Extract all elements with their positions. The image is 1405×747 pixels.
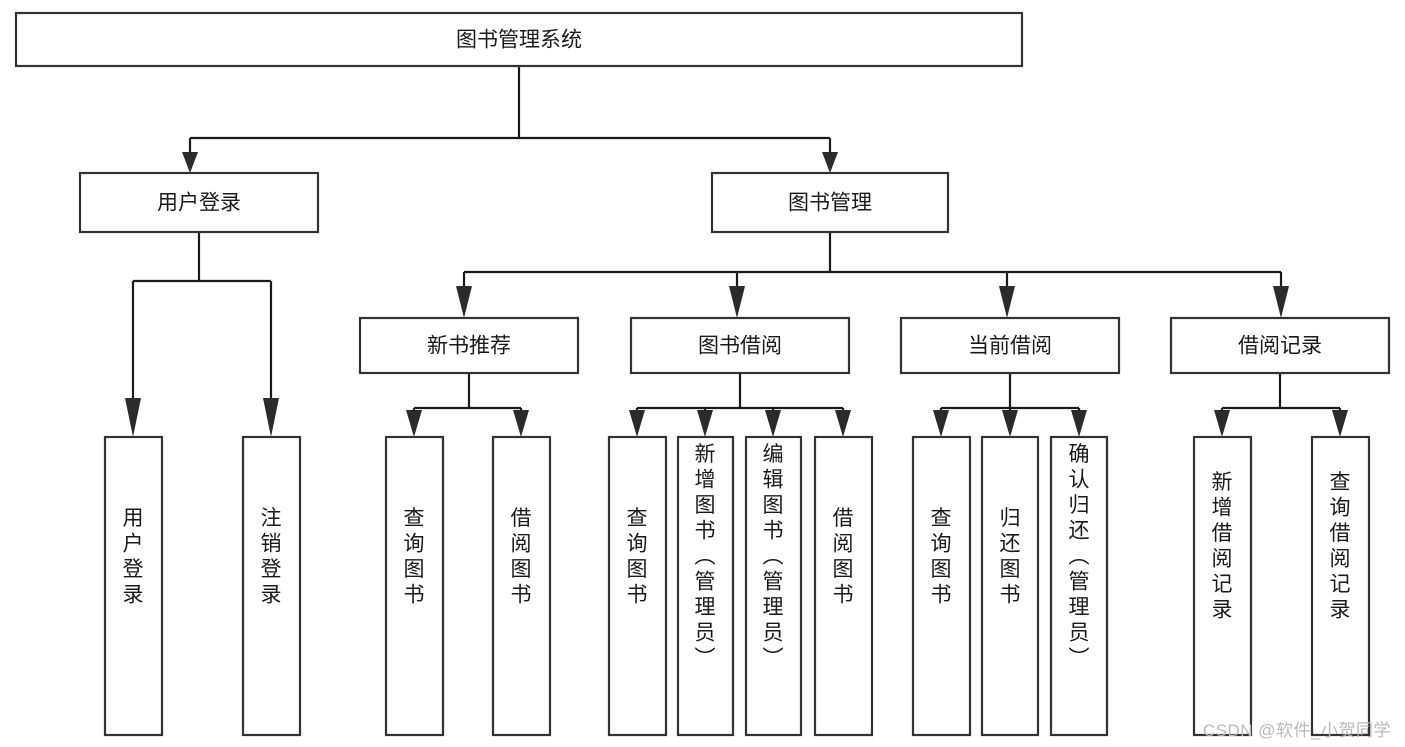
node-leaf-borrow-book-1-label: 借阅图书 xyxy=(511,507,532,607)
node-current-borrow[interactable]: 当前借阅 xyxy=(899,316,1121,375)
arrow-head-icon xyxy=(1273,286,1289,318)
watermark-text: CSDN @软件_小贺同学 xyxy=(1202,721,1391,740)
arrow-head-icon xyxy=(1332,410,1348,437)
node-leaf-query-record-box[interactable] xyxy=(1310,435,1371,737)
node-borrow-record[interactable]: 借阅记录 xyxy=(1169,316,1391,375)
arrow-head-icon xyxy=(1071,410,1087,437)
arrow-head-icon xyxy=(729,286,745,318)
node-leaf-confirm-return[interactable]: 确认归还︵管理员︶ xyxy=(1049,435,1109,737)
node-leaf-add-record[interactable]: 新增借阅记录 xyxy=(1192,435,1253,737)
node-leaf-query-record-label: 查询借阅记录 xyxy=(1330,471,1351,622)
node-root-label: 图书管理系统 xyxy=(456,29,582,52)
node-new-book-recommend-box[interactable] xyxy=(358,316,580,375)
node-leaf-query-book-3-label: 查询图书 xyxy=(931,507,952,607)
node-leaf-add-record-label: 新增借阅记录 xyxy=(1212,471,1233,622)
arrow-head-icon xyxy=(263,398,279,437)
node-leaf-user-login-box[interactable] xyxy=(103,435,164,737)
node-leaf-edit-book[interactable]: 编辑图书︵管理员︶ xyxy=(744,435,803,737)
arrow-head-icon xyxy=(835,410,851,437)
arrow-head-icon xyxy=(999,286,1015,318)
node-borrow-record-box[interactable] xyxy=(1169,316,1391,375)
arrow-head-icon xyxy=(765,410,781,437)
arrow-head-icon xyxy=(1002,410,1018,437)
node-leaf-return-book-label: 归还图书 xyxy=(1000,507,1021,607)
node-leaf-borrow-book-2-box[interactable] xyxy=(813,435,874,737)
arrow-head-icon xyxy=(1214,410,1230,437)
node-book-borrow-label: 图书借阅 xyxy=(698,335,782,358)
node-leaf-logout[interactable]: 注销登录 xyxy=(241,435,302,737)
node-leaf-query-book-1[interactable]: 查询图书 xyxy=(384,435,445,737)
connector-group-borrow-record xyxy=(1214,373,1348,437)
node-leaf-query-book-2[interactable]: 查询图书 xyxy=(607,435,668,737)
node-leaf-logout-label: 注销登录 xyxy=(261,507,282,607)
arrow-head-icon xyxy=(456,286,472,318)
connector-group-book-management xyxy=(456,232,1289,318)
arrow-head-icon xyxy=(513,410,529,437)
node-leaf-borrow-book-1[interactable]: 借阅图书 xyxy=(491,435,552,737)
node-leaf-return-book[interactable]: 归还图书 xyxy=(980,435,1040,737)
arrow-head-icon xyxy=(822,152,838,173)
arrow-head-icon xyxy=(182,152,198,173)
node-book-borrow-box[interactable] xyxy=(629,316,851,375)
connector-group-current-borrow xyxy=(933,373,1087,437)
node-leaf-edit-book-box[interactable] xyxy=(744,435,803,737)
node-leaf-query-record[interactable]: 查询借阅记录 xyxy=(1310,435,1371,737)
arrow-head-icon xyxy=(629,410,645,437)
node-borrow-record-label: 借阅记录 xyxy=(1238,335,1322,358)
node-leaf-user-login[interactable]: 用户登录 xyxy=(103,435,164,737)
node-leaf-edit-book-label: 编辑图书︵管理员︶ xyxy=(763,443,784,670)
node-leaf-add-book-box[interactable] xyxy=(676,435,735,737)
node-root-box[interactable] xyxy=(14,11,1024,68)
node-leaf-query-book-3[interactable]: 查询图书 xyxy=(911,435,972,737)
connector-group-user-login xyxy=(125,232,279,437)
node-user-login-box[interactable] xyxy=(78,171,320,234)
connector-group-book-borrow xyxy=(629,373,851,437)
node-new-book-recommend-label: 新书推荐 xyxy=(427,335,511,358)
node-leaf-borrow-book-2-label: 借阅图书 xyxy=(833,507,854,607)
arrow-head-icon xyxy=(125,398,141,437)
node-leaf-confirm-return-box[interactable] xyxy=(1049,435,1109,737)
node-leaf-user-login-label: 用户登录 xyxy=(123,507,144,607)
node-leaf-query-book-2-label: 查询图书 xyxy=(627,507,648,607)
node-leaf-add-book-label: 新增图书︵管理员︶ xyxy=(695,443,716,670)
node-current-borrow-box[interactable] xyxy=(899,316,1121,375)
node-leaf-query-book-3-box[interactable] xyxy=(911,435,972,737)
node-leaf-query-book-1-label: 查询图书 xyxy=(404,507,425,607)
node-leaf-return-book-box[interactable] xyxy=(980,435,1040,737)
node-leaf-query-book-2-box[interactable] xyxy=(607,435,668,737)
node-leaf-logout-box[interactable] xyxy=(241,435,302,737)
node-new-book-recommend[interactable]: 新书推荐 xyxy=(358,316,580,375)
arrow-head-icon xyxy=(697,410,713,437)
node-leaf-confirm-return-label: 确认归还︵管理员︶ xyxy=(1069,443,1090,670)
node-leaf-add-record-box[interactable] xyxy=(1192,435,1253,737)
connector-group-new-book-recommend xyxy=(406,373,529,437)
connector-group-root xyxy=(182,66,838,173)
node-book-borrow[interactable]: 图书借阅 xyxy=(629,316,851,375)
node-leaf-borrow-book-2[interactable]: 借阅图书 xyxy=(813,435,874,737)
node-root[interactable]: 图书管理系统 xyxy=(14,11,1024,68)
arrow-head-icon xyxy=(406,410,422,437)
node-user-login-label: 用户登录 xyxy=(157,192,241,215)
node-leaf-borrow-book-1-box[interactable] xyxy=(491,435,552,737)
node-leaf-query-book-1-box[interactable] xyxy=(384,435,445,737)
node-book-management-label: 图书管理 xyxy=(788,192,872,215)
node-user-login[interactable]: 用户登录 xyxy=(78,171,320,234)
arrow-head-icon xyxy=(933,410,949,437)
node-book-management[interactable]: 图书管理 xyxy=(710,171,950,234)
node-book-management-box[interactable] xyxy=(710,171,950,234)
node-current-borrow-label: 当前借阅 xyxy=(968,335,1052,358)
node-leaf-add-book[interactable]: 新增图书︵管理员︶ xyxy=(676,435,735,737)
